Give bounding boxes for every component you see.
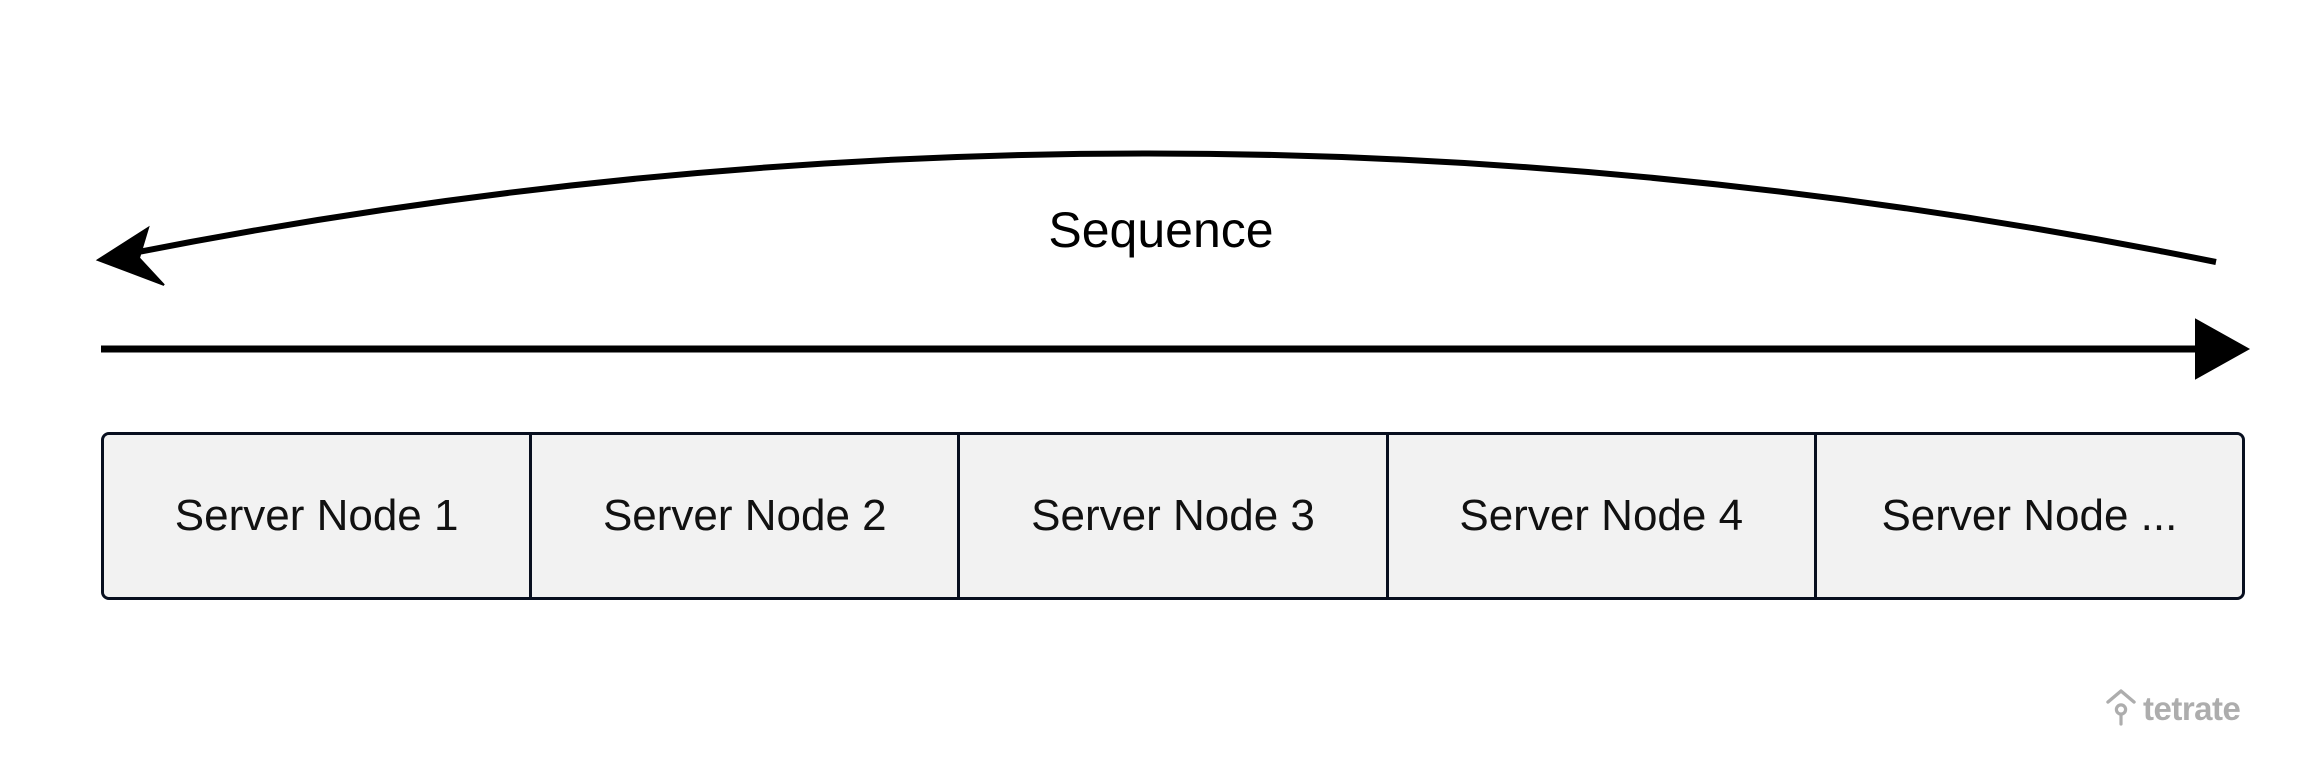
tetrate-logo: tetrate: [2106, 686, 2241, 730]
server-node-label-5: Server Node ...: [1881, 491, 2178, 540]
tetrate-logo-mark-icon: [2106, 689, 2136, 726]
server-node-cell-5[interactable]: Server Node ...: [1816, 435, 2242, 597]
server-node-label-3: Server Node 3: [1031, 491, 1315, 540]
server-node-label-4: Server Node 4: [1459, 491, 1744, 540]
server-node-label-2: Server Node 2: [602, 491, 887, 540]
sequence-axis-arrow: [101, 318, 2251, 380]
tetrate-wordmark: tetrate: [2143, 689, 2241, 727]
sequence-arc-arrowhead-left: [95, 225, 165, 286]
sequence-arc-arrow: [95, 150, 2217, 286]
sequence-axis-arrowhead-right: [2195, 318, 2251, 380]
server-node-cell-3[interactable]: Server Node 3: [960, 435, 1389, 597]
server-node-label-1: Server Node 1: [174, 491, 459, 540]
sequence-arc-line: [117, 150, 2217, 265]
server-node-cell-1[interactable]: Server Node 1: [104, 435, 533, 597]
sequence-label-text: Sequence: [1048, 202, 1274, 258]
sequence-label: Sequence: [0, 205, 2324, 255]
server-node-cell-2[interactable]: Server Node 2: [532, 435, 961, 597]
server-node-cell-4[interactable]: Server Node 4: [1388, 435, 1817, 597]
server-node-strip: Server Node 1 Server Node 2 Server Node …: [101, 432, 2245, 600]
